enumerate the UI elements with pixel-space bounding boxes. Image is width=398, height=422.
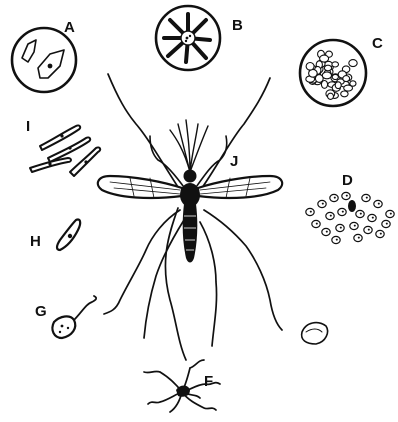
cell [332, 74, 338, 79]
left-wing [98, 176, 182, 198]
label-i: I [26, 118, 30, 135]
label-d: D [342, 172, 353, 189]
label-g: G [35, 303, 47, 320]
cell-nucleus [334, 197, 336, 199]
stage-c-illustration [300, 40, 366, 106]
cell [350, 81, 356, 86]
stage-g-illustration [52, 296, 96, 338]
cell-nucleus [330, 215, 332, 217]
cell-nucleus [310, 211, 312, 213]
cell [335, 82, 341, 89]
mosquito-illustration [98, 74, 282, 360]
cell [306, 63, 314, 71]
cell-nucleus [340, 227, 342, 229]
right-wing [198, 176, 282, 198]
label-h: H [30, 233, 41, 250]
cell-nucleus [326, 231, 328, 233]
stage-d-illustration [302, 192, 395, 344]
cell [341, 91, 348, 97]
cell-nucleus [360, 213, 362, 215]
cell [349, 60, 357, 67]
cell-nucleus [380, 233, 382, 235]
stage-i-illustration [30, 125, 100, 176]
cell-nucleus [386, 223, 388, 225]
cell [343, 76, 350, 82]
label-b: B [232, 17, 243, 34]
stage-h-illustration [57, 219, 80, 250]
cell [320, 55, 329, 62]
cell [332, 62, 339, 67]
cell-nucleus [366, 197, 368, 199]
cell-nucleus [378, 203, 380, 205]
cell-nucleus [358, 237, 360, 239]
cell-nucleus [342, 211, 344, 213]
cell-nucleus [316, 223, 318, 225]
cell [322, 72, 331, 79]
cell [324, 65, 331, 71]
stage-a-illustration [12, 28, 76, 92]
label-j: J [230, 153, 238, 170]
cell-nucleus [346, 195, 348, 197]
cell-nucleus [372, 217, 374, 219]
cell [328, 93, 334, 99]
label-c: C [372, 35, 383, 52]
cell-nucleus [336, 239, 338, 241]
cell-nucleus [390, 213, 392, 215]
label-f: F [204, 373, 213, 390]
cell-nucleus [322, 203, 324, 205]
label-a: A [64, 19, 75, 36]
cell-nucleus [368, 229, 370, 231]
cell-nucleus [354, 225, 356, 227]
stage-b-illustration [156, 6, 220, 70]
